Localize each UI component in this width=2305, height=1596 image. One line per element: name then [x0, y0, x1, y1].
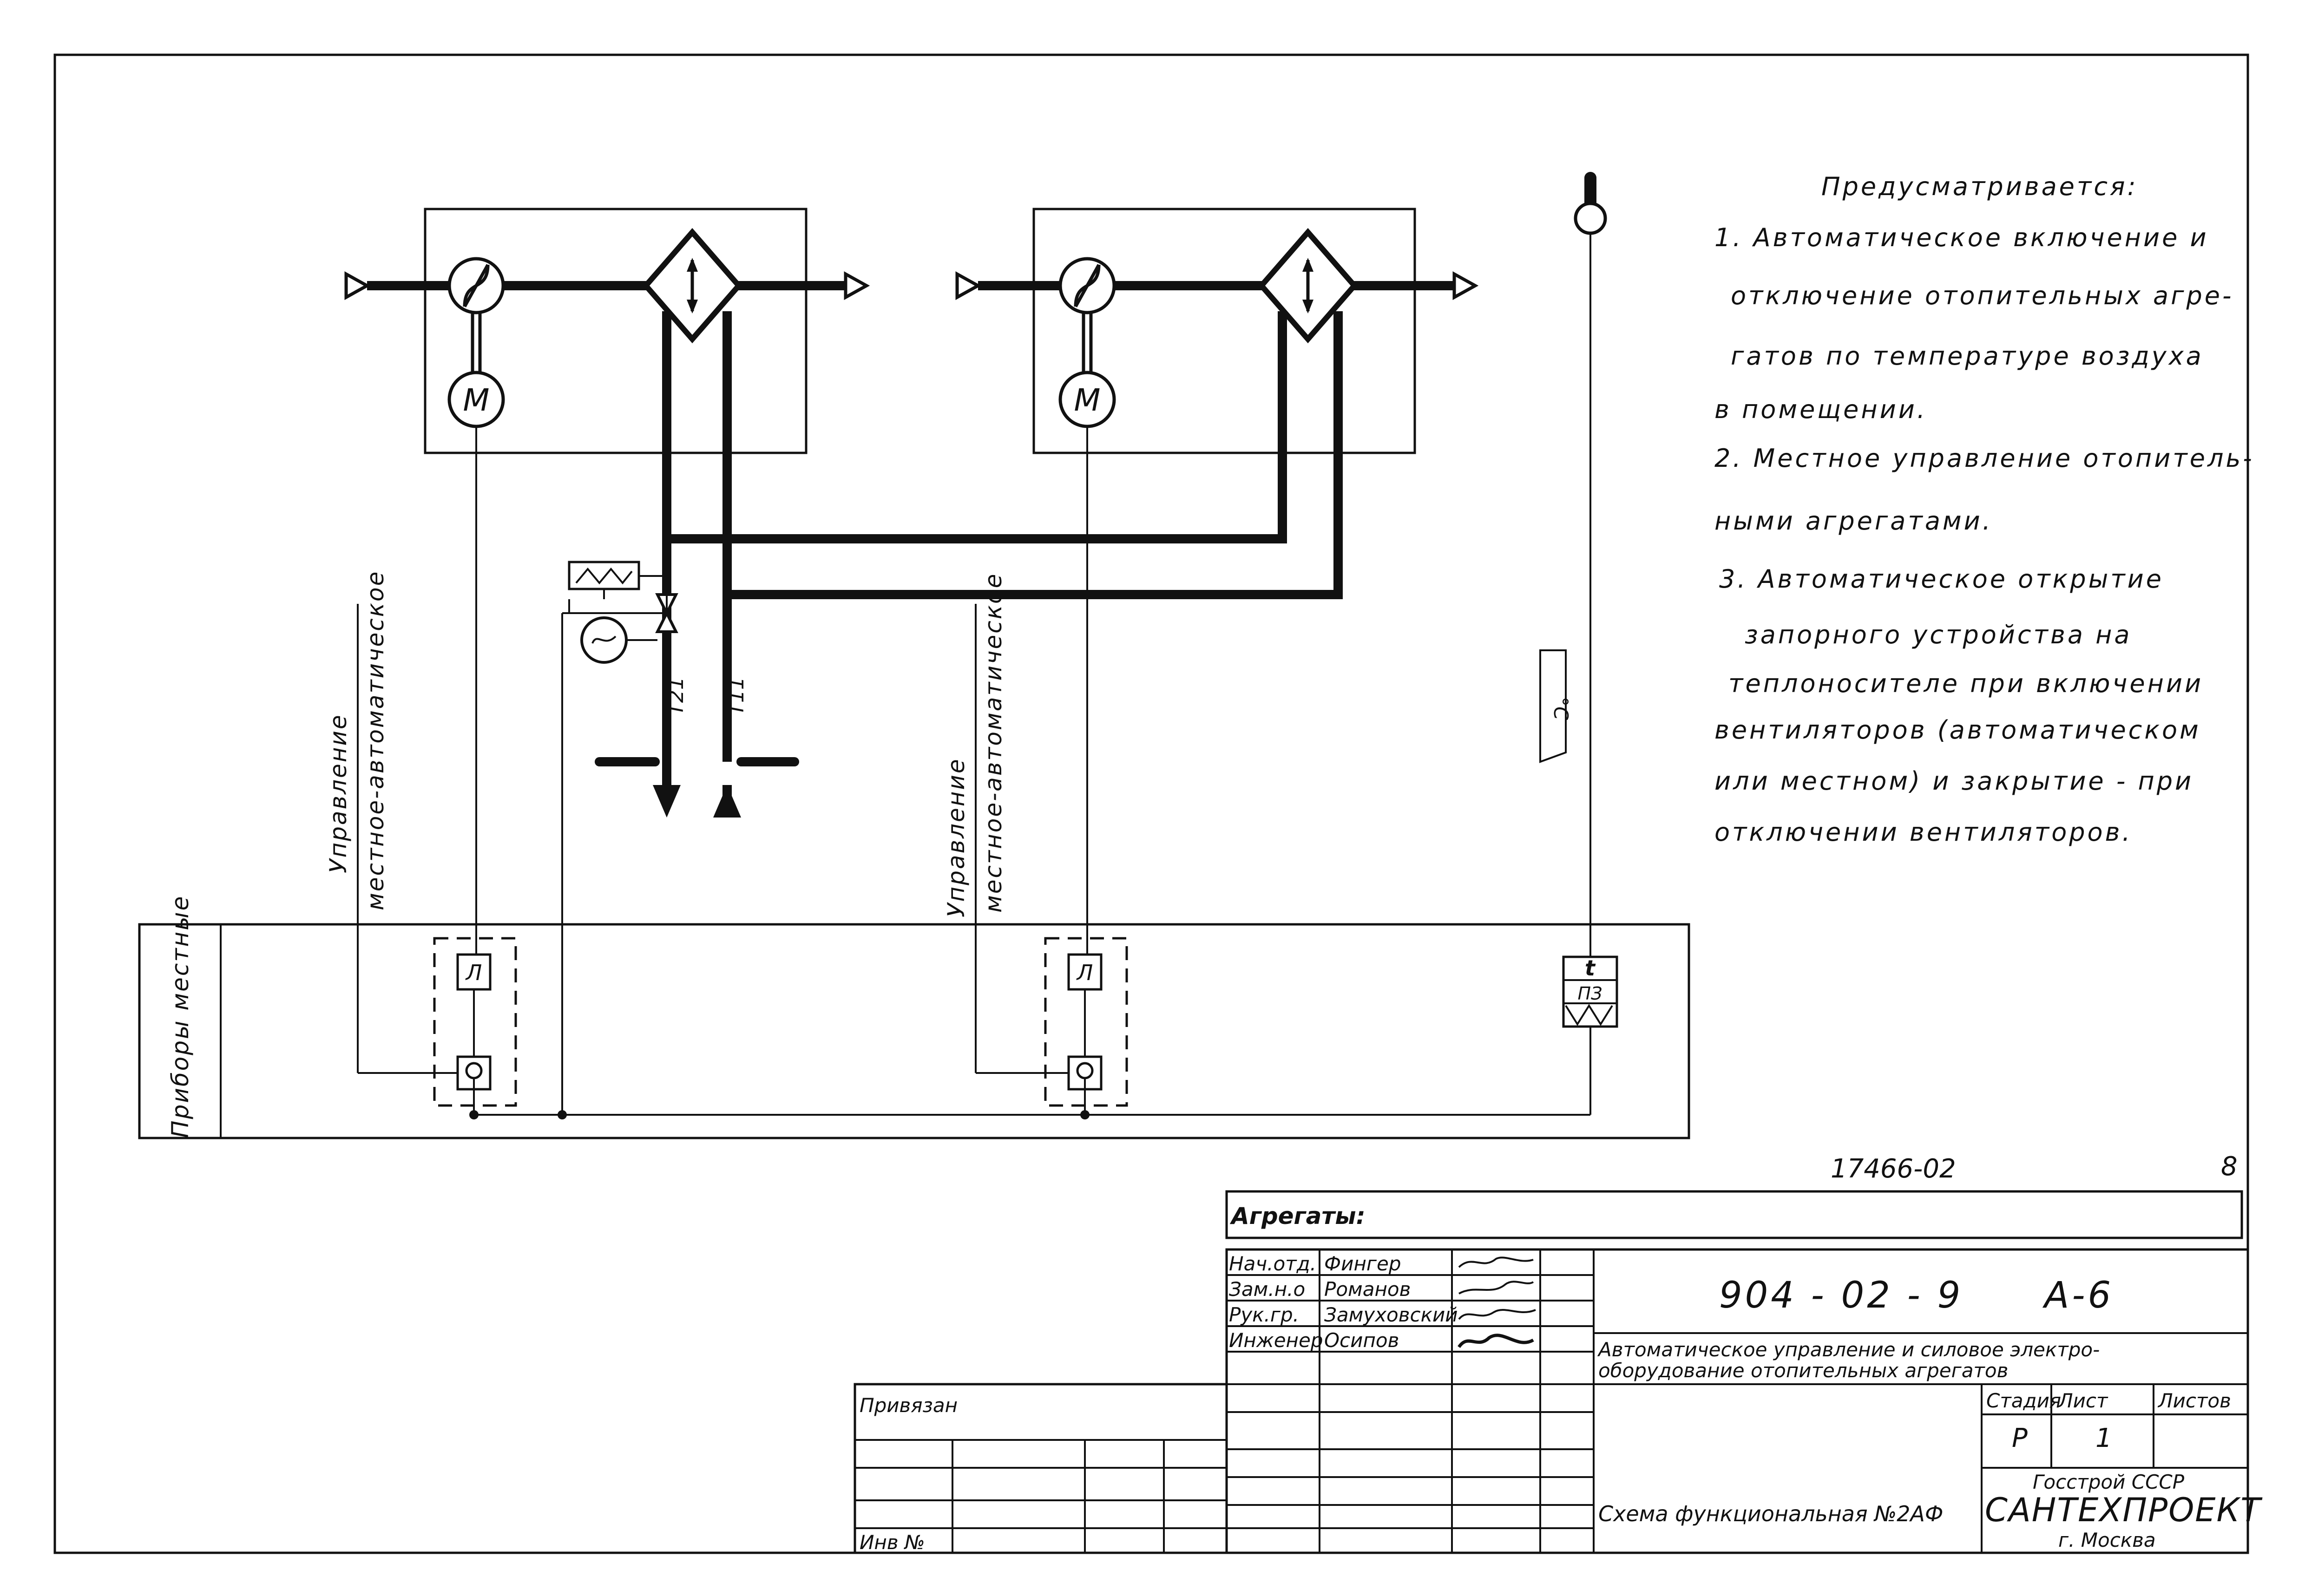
project-number: 904 - 02 - 9 — [1719, 1275, 1963, 1316]
control-label-2-line1: Управление — [943, 758, 970, 917]
sheet-value: 1 — [2095, 1423, 2112, 1453]
note-line: отключение отопительных агре- — [1731, 281, 2233, 310]
local-instruments-panel: Приборы местные — [138, 895, 1690, 1139]
sheet-corner-number: 8 — [2221, 1151, 2238, 1182]
heat-pipes-unit-1: T21 T11 — [595, 311, 799, 818]
drawing-code: 17466-02 — [1831, 1154, 1956, 1184]
notes-heading: Предусматривается: — [1821, 172, 2138, 201]
inventory-label: Инв № — [860, 1531, 925, 1554]
relay-group-1: Л — [357, 604, 517, 1115]
note-line: или местном) и закрытие - при — [1714, 766, 2193, 796]
signature-role: Зам.н.о — [1229, 1278, 1305, 1301]
relay-label: Л — [465, 960, 482, 985]
heating-unit-2: M — [955, 208, 1479, 955]
note-line: 3. Автоматическое открытие — [1719, 564, 2164, 594]
sensor-t-label: t — [1585, 955, 1596, 981]
album-number: А-6 — [2042, 1275, 2114, 1316]
signature-scribble — [1458, 1256, 1534, 1268]
thermometer-icon — [1574, 202, 1607, 235]
note-line: ными агрегатами. — [1714, 506, 1993, 536]
note-line: вентиляторов (автоматическом — [1714, 715, 2201, 745]
description-line-2: оборудование отопительных агрегатов — [1598, 1359, 2008, 1382]
room-temperature-sensor: °C — [1539, 172, 1607, 957]
temperature-unit-label: °C — [1550, 697, 1572, 720]
shutoff-valve — [561, 561, 678, 1115]
sensor-code-label: ПЗ — [1578, 983, 1602, 1004]
org-line-2: САНТЕХПРОЕКТ — [1985, 1491, 2263, 1529]
signature-role: Инженер — [1229, 1329, 1323, 1352]
motor-label: M — [1074, 382, 1101, 418]
org-line-3: г. Москва — [2058, 1529, 2156, 1551]
scheme-title: Схема функциональная №2АФ — [1598, 1501, 1943, 1526]
pipe-label-t21: T21 — [664, 677, 688, 715]
note-line: запорного устройства на — [1745, 620, 2132, 649]
control-label-2-line2: местное-автоматическое — [980, 573, 1007, 913]
heating-unit-1: M — [344, 208, 870, 955]
common-bus — [469, 1110, 1590, 1119]
control-label-1-line2: местное-автоматическое — [362, 570, 389, 910]
motor-label: M — [463, 382, 490, 418]
sheets-header: Листов — [2157, 1389, 2231, 1412]
signature-name: Романов — [1324, 1278, 1411, 1301]
row-label-local-instruments: Приборы местные — [167, 895, 194, 1138]
signature-name: Замуховский — [1324, 1303, 1458, 1326]
signature-scribble — [1458, 1281, 1534, 1295]
note-line: гатов по температуре воздуха — [1731, 341, 2204, 371]
stage-value: Р — [2012, 1423, 2028, 1453]
notes-block: Предусматривается: 1. Автоматическое вкл… — [1714, 172, 2254, 847]
pipe-label-t11: T11 — [725, 677, 749, 715]
signature-scribble — [1458, 1309, 1536, 1320]
note-line: теплоносителе при включении — [1728, 669, 2203, 698]
note-line: 1. Автоматическое включение и — [1714, 223, 2209, 252]
signature-name: Фингер — [1324, 1252, 1401, 1275]
title-block: 17466-02 8 Агрегаты: Нач.отд. Фингер Зам… — [854, 1151, 2263, 1554]
org-line-1: Госстрой СССР — [2033, 1471, 2185, 1493]
signature-scribble — [1458, 1334, 1534, 1348]
heat-pipes-unit-2 — [667, 311, 1343, 599]
temperature-switch-block: t ПЗ — [1562, 955, 1618, 1115]
signature-name: Осипов — [1324, 1329, 1399, 1352]
relay-label: Л — [1076, 960, 1093, 985]
signature-role: Нач.отд. — [1229, 1252, 1316, 1275]
note-line: отключении вентиляторов. — [1714, 818, 2133, 847]
description-line-1: Автоматическое управление и силовое элек… — [1597, 1338, 2100, 1361]
sheet-header: Лист — [2057, 1389, 2108, 1412]
control-label-1-line1: Управление — [325, 713, 352, 873]
bound-label: Привязан — [860, 1394, 958, 1417]
signature-role: Рук.гр. — [1229, 1303, 1299, 1326]
units-label: Агрегаты: — [1229, 1203, 1366, 1230]
note-line: 2. Местное управление отопитель- — [1714, 444, 2254, 473]
stage-header: Стадия — [1986, 1389, 2061, 1412]
note-line: в помещении. — [1714, 395, 1927, 424]
relay-group-2: Л — [975, 604, 1128, 1115]
